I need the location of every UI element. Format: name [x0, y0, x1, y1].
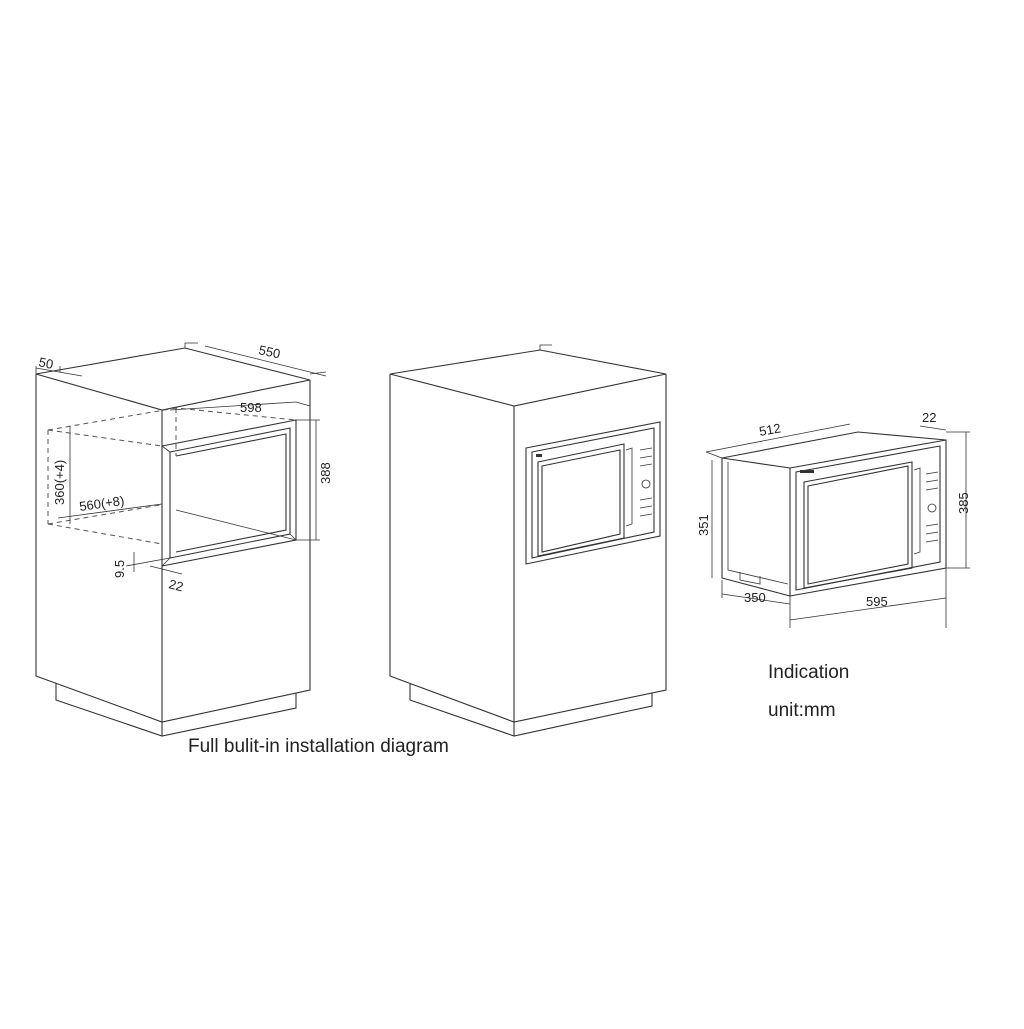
dim-front-height: 385 — [956, 492, 971, 514]
indication-label: Indication — [768, 662, 849, 683]
cabinet-with-oven — [389, 344, 667, 737]
dim-opening-width: 598 — [240, 400, 262, 415]
dim-frame-overlap: 22 — [167, 576, 185, 594]
dim-depth-top: 512 — [758, 420, 782, 439]
dim-front-width: 595 — [866, 594, 888, 609]
dim-body-height: 351 — [696, 514, 711, 536]
dim-depth: 550 — [257, 342, 281, 361]
dim-bottom-depth: 350 — [744, 590, 766, 605]
dim-frame-thickness: 22 — [922, 410, 936, 425]
dim-bottom-gap: 9.5 — [112, 560, 127, 578]
dim-niche-height: 360(+4) — [52, 460, 67, 505]
oven-unit: 512 22 385 351 350 595 — [696, 410, 971, 628]
unit-label: unit:mm — [768, 700, 836, 721]
dim-niche-width: 560(+8) — [78, 493, 125, 514]
dim-opening-height: 388 — [318, 462, 333, 484]
cabinet-with-opening: 50 550 598 388 360(+4) 560(+8) 9.5 22 — [35, 342, 333, 737]
dim-side-offset: 50 — [37, 354, 54, 372]
caption-installation: Full bulit-in installation diagram — [188, 736, 449, 757]
